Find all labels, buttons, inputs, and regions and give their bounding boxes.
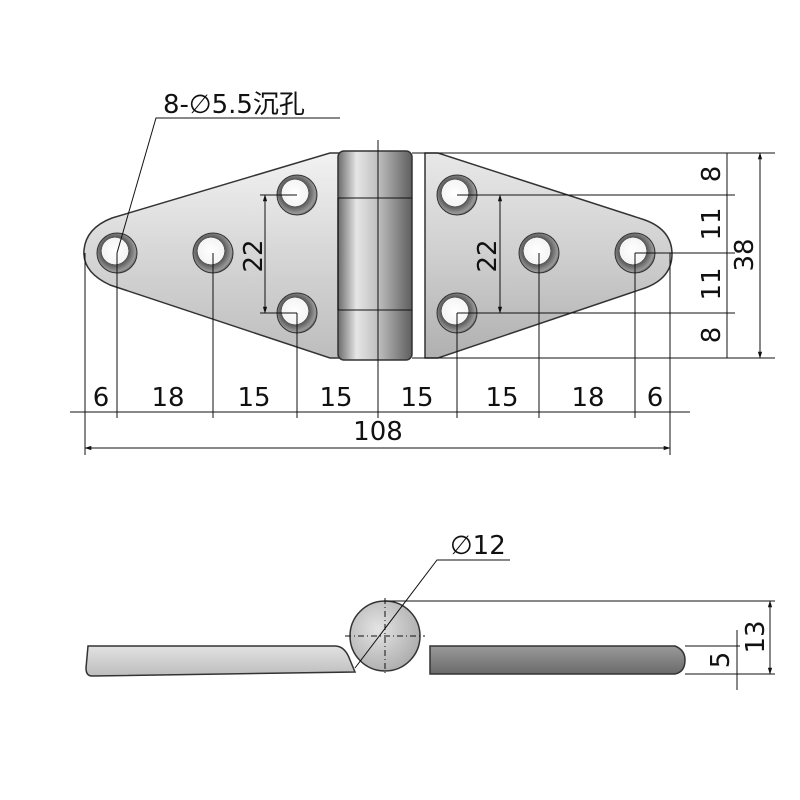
dim-overall-width: 108 <box>353 417 403 447</box>
dim-h-4: 15 <box>319 383 352 413</box>
dim-stack-8-bottom: 8 <box>697 327 727 344</box>
dim-h-5: 15 <box>400 383 433 413</box>
dim-h-3: 15 <box>237 383 270 413</box>
dim-overall-height: 38 <box>730 238 760 271</box>
knuckle-callout: ∅12 <box>450 531 506 561</box>
side-left-plate <box>85 645 357 677</box>
dim-right-22: 22 <box>473 239 503 272</box>
extension-lines <box>84 140 775 455</box>
knuckle <box>337 150 413 361</box>
dim-plate-thickness: 5 <box>706 652 736 669</box>
hole-callout: 8-∅5.5沉孔 <box>163 90 305 120</box>
dim-stack-11-bottom: 11 <box>697 267 727 300</box>
dim-stack-8-top: 8 <box>697 166 727 183</box>
dim-h-1: 6 <box>93 383 110 413</box>
dim-stack-11-top: 11 <box>697 207 727 240</box>
dim-h-2: 18 <box>151 383 184 413</box>
dim-side-height: 13 <box>741 620 771 653</box>
dim-left-22: 22 <box>239 239 269 272</box>
dim-h-6: 15 <box>485 383 518 413</box>
side-view: ∅12 5 13 <box>85 531 775 690</box>
dim-h-8: 6 <box>647 383 664 413</box>
side-right-plate <box>429 645 686 675</box>
top-view: 8-∅5.5沉孔 6 18 15 15 15 15 18 6 108 22 22… <box>70 90 775 455</box>
dim-h-7: 18 <box>571 383 604 413</box>
